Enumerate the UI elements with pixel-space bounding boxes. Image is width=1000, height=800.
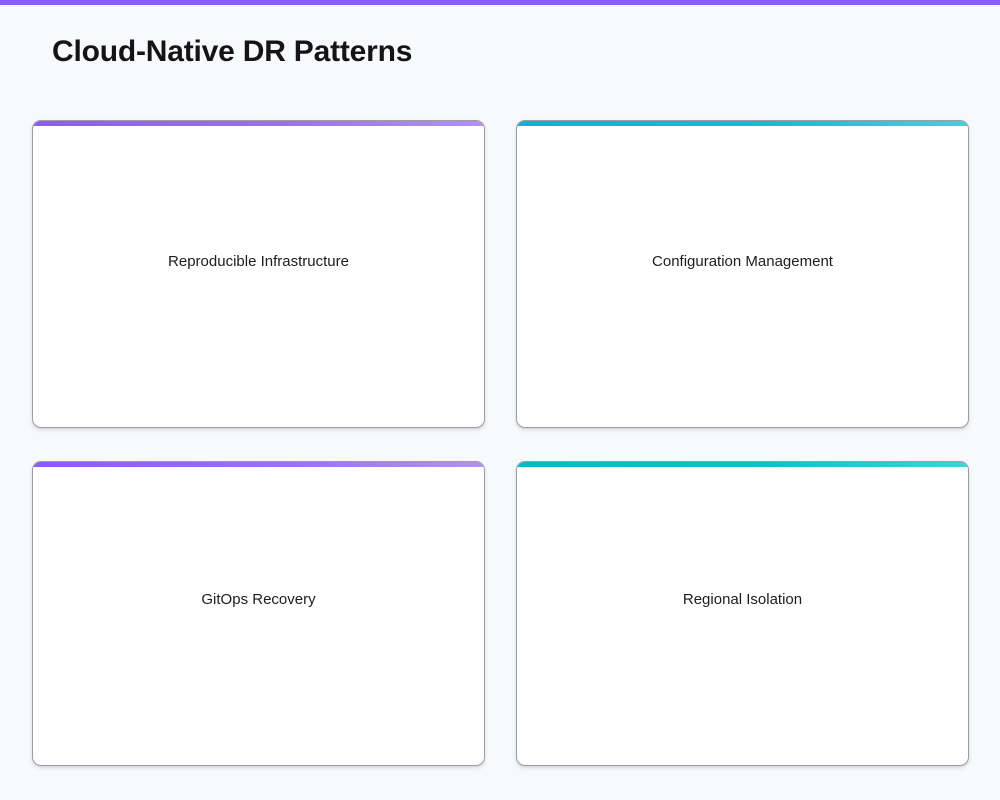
top-accent-bar bbox=[0, 0, 1000, 5]
pattern-card-label: Regional Isolation bbox=[682, 591, 803, 608]
pattern-card-label: Configuration Management bbox=[652, 253, 833, 270]
pattern-card-configuration-management[interactable]: Configuration Management bbox=[516, 120, 969, 428]
pattern-card-gitops-recovery[interactable]: GitOps Recovery bbox=[32, 461, 485, 766]
pattern-card-label: Reproducible Infrastructure bbox=[168, 253, 349, 270]
card-accent-bar bbox=[33, 462, 484, 467]
card-accent-bar bbox=[33, 121, 484, 126]
card-accent-bar bbox=[517, 121, 968, 126]
card-accent-bar bbox=[517, 462, 968, 467]
page-title: Cloud-Native DR Patterns bbox=[52, 35, 413, 68]
pattern-card-regional-isolation[interactable]: Regional Isolation bbox=[516, 461, 969, 766]
pattern-card-label: GitOps Recovery bbox=[201, 591, 316, 608]
pattern-card-reproducible-infrastructure[interactable]: Reproducible Infrastructure bbox=[32, 120, 485, 428]
pattern-card-grid: Reproducible Infrastructure Configuratio… bbox=[32, 120, 969, 766]
